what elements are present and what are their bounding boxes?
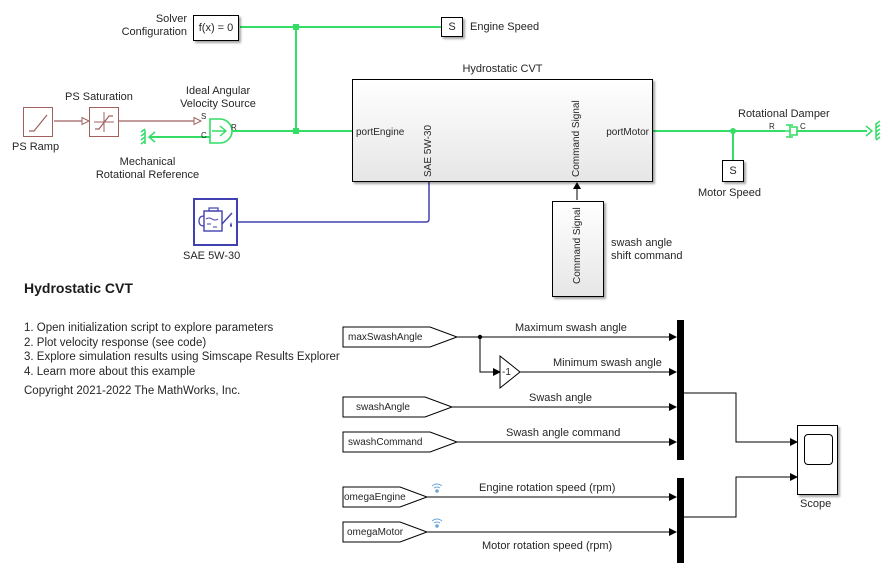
oil-can-icon	[198, 207, 233, 232]
goto-swashAngle[interactable]	[342, 396, 454, 418]
signal-logging-icon	[431, 483, 443, 493]
signal-label-min: Minimum swash angle	[553, 357, 662, 369]
signal-label-engine: Engine rotation speed (rpm)	[479, 482, 616, 494]
copyright: Copyright 2021-2022 The MathWorks, Inc.	[24, 385, 241, 397]
solver-content: f(x) = 0	[198, 22, 234, 34]
signal-logging-icon	[431, 518, 443, 528]
gain-label: -1	[502, 367, 511, 378]
command-annotation: swash angle shift command	[611, 237, 683, 262]
ramp-icon	[29, 114, 48, 132]
port-engine-label: portEngine	[356, 127, 405, 138]
mux-bar-2[interactable]	[677, 478, 684, 563]
wire-to-gain[interactable]	[479, 337, 501, 376]
ground-icon	[865, 120, 881, 141]
mechanical-connections	[150, 26, 867, 160]
step-link-1[interactable]: 1. Open initialization script to explore…	[24, 322, 274, 334]
scope-label: Scope	[800, 498, 832, 510]
ps-ramp-label: PS Ramp	[12, 141, 60, 153]
ps-saturation-label: PS Saturation	[65, 91, 133, 103]
mech-ref-label: Mechanical Rotational Reference	[95, 156, 200, 181]
junction-dot	[293, 24, 299, 30]
signal-label-max: Maximum swash angle	[515, 322, 627, 334]
step-link-2[interactable]: 2. Plot velocity response (see code)	[24, 336, 207, 349]
port-command-label: Command Signal	[571, 100, 582, 177]
engine-speed-label: Engine Speed	[470, 21, 540, 33]
motor-speed-content: S	[729, 165, 737, 177]
scope-screen-icon	[804, 434, 833, 465]
engine-speed-content: S	[448, 21, 456, 33]
motor-speed-label: Motor Speed	[698, 187, 761, 199]
wire-mux1-scope[interactable]	[684, 392, 798, 446]
ideal-source-label: Ideal Angular Velocity Source	[180, 85, 256, 110]
fluid-properties-block[interactable]	[193, 198, 238, 246]
scope-block[interactable]	[797, 425, 838, 495]
signal-label-motor: Motor rotation speed (rpm)	[482, 540, 613, 552]
engine-speed-block[interactable]: S	[441, 17, 463, 37]
port-s-label: S	[201, 112, 207, 121]
solver-label: Solver Configuration	[121, 13, 187, 38]
mech-ref-icon[interactable]	[140, 128, 156, 145]
goto-swashCommand-label: swashCommand	[348, 437, 423, 448]
ps-ramp-block[interactable]	[23, 107, 53, 137]
port-fluid-label: SAE 5W-30	[423, 124, 434, 177]
wire-mux2-scope[interactable]	[684, 473, 798, 518]
port-r-label: R	[231, 123, 237, 132]
mux-bar-1[interactable]	[677, 320, 684, 460]
goto-omegaEngine-label: omegaEngine	[344, 492, 406, 503]
arrow-icon	[573, 182, 581, 189]
ideal-angular-velocity-source[interactable]	[209, 118, 233, 144]
wire-fluid[interactable]	[238, 182, 430, 223]
damper-icon[interactable]	[785, 124, 798, 138]
junction-dot	[293, 128, 299, 134]
goto-swashCommand[interactable]	[342, 431, 459, 453]
cvt-title: Hydrostatic CVT	[462, 63, 543, 75]
command-signal-content: Command Signal	[572, 207, 583, 284]
annotation-steps: 1. Open initialization script to explore…	[24, 321, 340, 379]
junction-dot	[730, 128, 736, 134]
step-link-4[interactable]: 4. Learn more about this example	[24, 365, 196, 378]
motor-speed-block[interactable]: S	[722, 160, 744, 182]
ps-saturation-block[interactable]	[89, 107, 119, 137]
command-signal-subsystem[interactable]: Command Signal	[552, 201, 604, 297]
damper-port-r: R	[769, 122, 775, 131]
damper-label: Rotational Damper	[738, 108, 830, 120]
port-motor-label: portMotor	[606, 127, 649, 138]
port-c-label: C	[201, 131, 207, 140]
branch-point	[477, 334, 483, 340]
step-link-3[interactable]: 3. Explore simulation results using Sims…	[24, 351, 340, 363]
annotation-title: Hydrostatic CVT	[24, 280, 133, 296]
goto-swashAngle-label: swashAngle	[356, 402, 410, 413]
fluid-label: SAE 5W-30	[183, 250, 241, 262]
saturation-icon	[94, 112, 114, 132]
goto-maxSwashAngle-label: maxSwashAngle	[348, 332, 423, 343]
damper-port-c: C	[800, 122, 806, 131]
goto-omegaMotor-label: omegaMotor	[347, 527, 404, 538]
gain-block[interactable]	[499, 354, 521, 390]
goto-omegaMotor[interactable]	[342, 521, 429, 543]
signal-label-swash: Swash angle	[529, 392, 592, 404]
hydrostatic-cvt-subsystem[interactable]: portEngine portMotor SAE 5W-30 Command S…	[352, 79, 653, 182]
solver-configuration-block[interactable]: f(x) = 0	[193, 15, 239, 41]
goto-maxSwashAngle[interactable]	[342, 326, 459, 348]
goto-omegaEngine[interactable]	[342, 486, 429, 508]
signal-label-cmd: Swash angle command	[506, 427, 621, 439]
